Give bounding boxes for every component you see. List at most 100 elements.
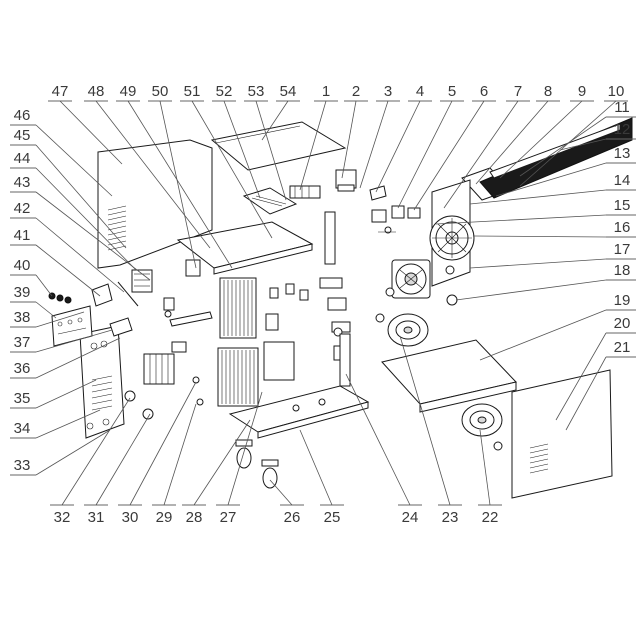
- callout-number: 21: [614, 339, 631, 356]
- hall-sensor: [131, 269, 153, 293]
- shunt-bar: [339, 333, 351, 387]
- leader-line: [223, 100, 261, 199]
- leader-line: [35, 409, 101, 439]
- leader-line: [359, 100, 389, 189]
- callout-number: 32: [54, 509, 71, 526]
- callout-number: 37: [14, 334, 31, 351]
- wheel-upper: [387, 313, 429, 347]
- igbt-modules: [263, 283, 309, 381]
- leader-line: [163, 403, 197, 506]
- callout-number: 46: [14, 107, 31, 124]
- led: [196, 398, 204, 406]
- transformer-small: [335, 169, 357, 192]
- grommet: [445, 265, 455, 275]
- callout-number: 43: [14, 174, 31, 191]
- grommet: [385, 287, 395, 297]
- rear-panel: [429, 179, 475, 287]
- callout-number: 30: [122, 509, 139, 526]
- rear-caster: [261, 459, 279, 489]
- leader-line: [495, 162, 607, 197]
- callout-number: 47: [52, 83, 69, 100]
- leader-line: [397, 100, 453, 209]
- callout-number: 40: [14, 257, 31, 274]
- callout-number: 15: [614, 197, 631, 214]
- callout-number: 2: [352, 83, 360, 100]
- leader-line: [345, 373, 411, 506]
- leader-line: [269, 479, 293, 506]
- support-rail: [169, 311, 213, 327]
- leader-line: [35, 124, 113, 197]
- leader-line: [159, 100, 197, 269]
- cooling-fan: [391, 259, 431, 299]
- leader-line: [499, 100, 583, 179]
- callout-number: 14: [614, 172, 631, 189]
- wheel-lower: [461, 403, 503, 437]
- leader-line: [35, 144, 127, 249]
- callout-number: 19: [614, 292, 631, 309]
- leader-line: [35, 244, 101, 297]
- output-socket: [142, 408, 154, 420]
- callout-number: 10: [608, 83, 625, 100]
- leader-line: [95, 413, 151, 506]
- callout-number: 16: [614, 219, 631, 236]
- callout-number: 22: [482, 509, 499, 526]
- callout-number: 26: [284, 509, 301, 526]
- callout-number: 20: [614, 315, 631, 332]
- callout-number: 31: [88, 509, 105, 526]
- leader-line: [61, 397, 131, 506]
- callout-number: 3: [384, 83, 392, 100]
- led: [192, 376, 200, 384]
- leader-line: [479, 309, 607, 361]
- front-bracket: [109, 317, 133, 337]
- callout-number: 6: [480, 83, 488, 100]
- front-caster: [235, 439, 253, 469]
- internal-chassis-plate: [176, 221, 314, 275]
- base-plate: [228, 385, 370, 439]
- callout-number: 24: [402, 509, 419, 526]
- leader-line: [455, 279, 607, 301]
- callout-number: 17: [614, 241, 631, 258]
- callout-number: 7: [514, 83, 522, 100]
- callout-number: 25: [324, 509, 341, 526]
- leader-line: [35, 379, 97, 409]
- leader-line: [559, 138, 607, 151]
- leader-line: [299, 429, 333, 506]
- main-transformer: [143, 341, 187, 385]
- callout-number: 27: [220, 509, 237, 526]
- output-socket: [124, 390, 136, 402]
- callout-number: 13: [614, 145, 631, 162]
- leader-line: [35, 167, 137, 271]
- leader-line: [443, 100, 519, 209]
- leader-line: [35, 191, 151, 281]
- quick-connector: [91, 281, 139, 307]
- leader-line: [193, 419, 251, 506]
- lower-heatsink: [217, 347, 259, 407]
- callout-number: 36: [14, 360, 31, 377]
- leader-line: [435, 214, 607, 225]
- callout-number: 23: [442, 509, 459, 526]
- leader-line: [475, 100, 549, 185]
- callout-number: 51: [184, 83, 201, 100]
- screw: [164, 310, 172, 318]
- callout-number: 34: [14, 420, 31, 437]
- callout-number: 52: [216, 83, 233, 100]
- bottom-tray: [381, 339, 517, 413]
- leader-line: [35, 311, 85, 328]
- callout-number: 9: [578, 83, 586, 100]
- leader-line: [341, 100, 357, 179]
- divider-bar: [324, 211, 336, 265]
- callout-number: 49: [120, 83, 137, 100]
- callout-number: 18: [614, 262, 631, 279]
- grommet: [446, 294, 458, 306]
- callout-number: 28: [186, 509, 203, 526]
- callout-number: 42: [14, 200, 31, 217]
- front-panel: [79, 325, 125, 439]
- callout-number: 39: [14, 284, 31, 301]
- leader-line: [479, 429, 491, 506]
- leader-line: [413, 100, 485, 211]
- terminal-block-top: [289, 185, 321, 199]
- leader-line: [555, 332, 607, 421]
- callout-number: 38: [14, 309, 31, 326]
- leader-line: [59, 100, 123, 165]
- control-pcb: [242, 187, 298, 215]
